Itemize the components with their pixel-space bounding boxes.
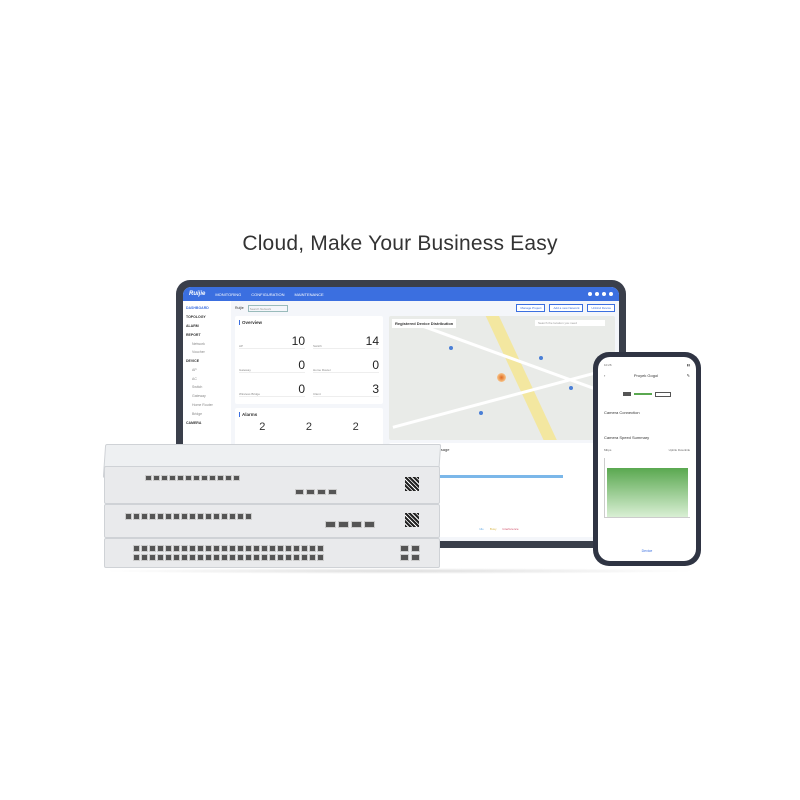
value: 3 — [372, 382, 379, 396]
map-pin-icon[interactable] — [569, 386, 573, 390]
sidebar-item-gateway[interactable]: Gateway — [192, 394, 206, 399]
label: Gateway — [239, 368, 251, 372]
overview-wireless-bridge[interactable]: Wireless Bridge 0 — [239, 377, 305, 397]
sidebar-item-camera[interactable]: CAMERA — [186, 420, 202, 425]
sidebar-item-switch[interactable]: Switch — [192, 385, 203, 390]
sidebar-item-ac[interactable]: AC — [192, 376, 197, 381]
switch-2 — [104, 504, 440, 538]
help-icon[interactable] — [595, 292, 599, 296]
switch-1 — [104, 466, 440, 504]
nav-configuration[interactable]: CONFIGURATION — [251, 291, 285, 297]
device-map[interactable]: Registered Device Distribution Search th… — [389, 316, 615, 440]
alarm-count[interactable]: 2 — [305, 421, 313, 433]
map-search-input[interactable]: Search the location you need — [535, 320, 605, 326]
add-network-button[interactable]: Add a new Network — [549, 304, 584, 312]
camera-speed-title: Camera Speed Summary — [604, 435, 650, 440]
project-select[interactable]: Ruijie — [235, 306, 244, 310]
map-pin-icon[interactable] — [449, 346, 453, 350]
label: AP — [239, 344, 244, 348]
sidebar-item-topology[interactable]: TOPOLOGY — [186, 315, 206, 320]
phone-title: Proyek Gogol — [633, 373, 659, 378]
brand-logo: Ruijie — [189, 291, 206, 297]
network-switches — [102, 444, 442, 570]
settings-icon[interactable] — [602, 292, 606, 296]
map-title: Registered Device Distribution — [392, 319, 457, 328]
switch-3 — [104, 538, 440, 568]
label: Home Router — [313, 368, 331, 372]
legend-interference: Interference — [502, 527, 519, 531]
tab-device[interactable]: Device — [641, 549, 653, 553]
chart-unit: Mbps — [604, 448, 612, 452]
overview-switch[interactable]: Switch 14 — [313, 329, 379, 349]
value: 14 — [365, 334, 379, 348]
network-search-input[interactable]: Search Network — [247, 304, 288, 312]
sidebar-item-bridge[interactable]: Bridge — [192, 411, 203, 416]
value: 0 — [372, 358, 379, 372]
device-cluster-marker[interactable] — [497, 373, 506, 382]
sidebar-item-ap[interactable]: AP — [192, 367, 197, 372]
value: 0 — [298, 358, 305, 372]
sidebar-item-home-router[interactable]: Home Router — [192, 402, 213, 407]
legend-idle: Idle — [479, 527, 484, 531]
label: Wireless Bridge — [239, 392, 261, 396]
phone: 10:26 ▮▮ ‹ Proyek Gogol ✎ Camera Connection… — [593, 352, 701, 566]
toolbar: Ruijie Search Network Manage Project Add… — [235, 303, 615, 313]
qr-code — [405, 477, 419, 491]
status-icons: ▮▮ — [686, 363, 690, 367]
overview-title: Overview — [239, 320, 379, 325]
overview-card: Overview AP 10 Switch 14 Gateway 0 Home Rou… — [235, 316, 383, 404]
sidebar-item-device[interactable]: DEVICE — [186, 359, 200, 364]
map-pin-icon[interactable] — [479, 411, 483, 415]
unbind-device-button[interactable]: Unbind Device — [587, 304, 615, 312]
alarms-title: Alarms — [239, 412, 379, 417]
legend-uplink[interactable]: Uplink — [668, 448, 677, 452]
phone-screen: 10:26 ▮▮ ‹ Proyek Gogol ✎ Camera Connection… — [598, 357, 696, 561]
legend-downlink[interactable]: Downlink — [677, 448, 690, 452]
qr-code — [405, 513, 419, 527]
legend-busy: Busy — [489, 527, 497, 531]
headline: Cloud, Make Your Business Easy — [242, 232, 558, 255]
top-nav: Ruijie MONITORING CONFIGURATION MAINTENA… — [183, 287, 619, 301]
user-icon[interactable] — [609, 292, 613, 296]
phone-time: 10:26 — [604, 363, 612, 367]
sidebar-item-voucher[interactable]: Voucher — [192, 350, 205, 355]
top-icons — [588, 292, 613, 296]
sidebar-item-alarm[interactable]: ALARM — [186, 323, 199, 328]
value: 0 — [298, 382, 305, 396]
label: Switch — [313, 344, 322, 348]
back-icon[interactable]: ‹ — [604, 373, 606, 378]
overview-ap[interactable]: AP 10 — [239, 329, 305, 349]
value: 10 — [291, 334, 305, 348]
overview-gateway[interactable]: Gateway 0 — [239, 353, 305, 373]
overview-client[interactable]: Client 3 — [313, 377, 379, 397]
alarms-card: Alarms 2 2 2 — [235, 408, 383, 448]
notification-icon[interactable] — [588, 292, 592, 296]
map-pin-icon[interactable] — [539, 356, 543, 360]
overview-home-router[interactable]: Home Router 0 — [313, 353, 379, 373]
usage-bar — [393, 475, 563, 478]
camera-link-diagram — [604, 384, 690, 404]
alarm-count[interactable]: 2 — [259, 421, 266, 433]
camera-connection-title: Camera Connection — [604, 410, 640, 415]
sidebar-item-network[interactable]: Network — [192, 341, 205, 346]
nav-monitoring[interactable]: MONITORING — [215, 291, 242, 297]
nav-maintenance[interactable]: MAINTENANCE — [294, 291, 324, 297]
manage-project-button[interactable]: Manage Project — [516, 304, 546, 312]
alarm-count[interactable]: 2 — [352, 421, 359, 433]
speed-chart — [604, 458, 690, 518]
sidebar-item-dashboard[interactable]: DASHBOARD — [186, 306, 209, 311]
edit-icon[interactable]: ✎ — [686, 373, 690, 378]
label: Client — [313, 392, 321, 396]
sidebar-item-report[interactable]: REPORT — [186, 332, 201, 337]
